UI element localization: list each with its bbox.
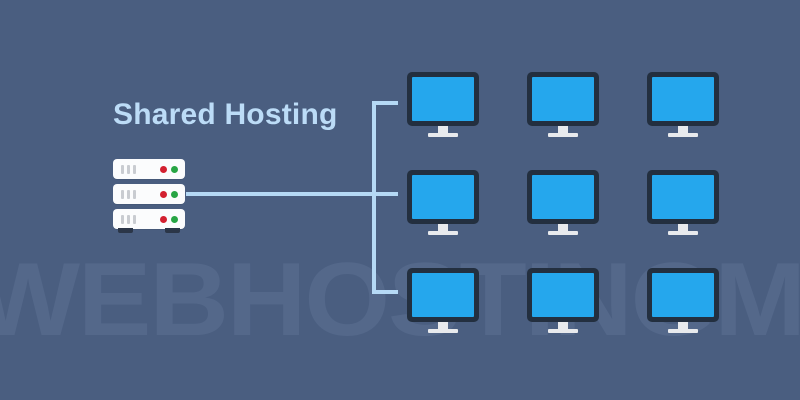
monitor-neck xyxy=(438,126,448,134)
monitor-neck xyxy=(558,224,568,232)
monitor-screen xyxy=(532,175,594,219)
monitor-bezel xyxy=(527,170,599,224)
monitor-bezel xyxy=(647,268,719,322)
monitor-icon xyxy=(647,170,719,236)
vent-bar xyxy=(121,165,124,174)
vent-bar xyxy=(127,165,130,174)
vent-bar xyxy=(133,165,136,174)
led-red-icon xyxy=(160,216,167,223)
connector-stub-row-1 xyxy=(372,101,398,105)
server-vents xyxy=(121,215,136,224)
connector-stub-row-2 xyxy=(372,192,398,196)
monitor-icon xyxy=(407,170,479,236)
vent-bar xyxy=(121,190,124,199)
monitor-bezel xyxy=(527,72,599,126)
monitor-screen xyxy=(412,175,474,219)
page-title: Shared Hosting xyxy=(113,98,338,131)
monitor-icon xyxy=(527,170,599,236)
monitor-neck xyxy=(678,224,688,232)
monitor-base xyxy=(668,231,698,235)
server-foot xyxy=(165,228,180,233)
server-vents xyxy=(121,165,136,174)
monitor-screen xyxy=(532,273,594,317)
led-green-icon xyxy=(171,191,178,198)
monitor-base xyxy=(668,133,698,137)
monitor-bezel xyxy=(647,170,719,224)
connector-stub-row-3 xyxy=(372,290,398,294)
monitor-base xyxy=(548,133,578,137)
server-unit xyxy=(113,184,185,204)
monitor-icon xyxy=(407,268,479,334)
monitor-icon xyxy=(647,72,719,138)
connector-vertical-bus xyxy=(372,101,376,294)
monitor-screen xyxy=(412,77,474,121)
monitor-screen xyxy=(412,273,474,317)
vent-bar xyxy=(127,215,130,224)
server-unit xyxy=(113,209,185,229)
server-vents xyxy=(121,190,136,199)
connector-server-to-bus xyxy=(186,192,376,196)
vent-bar xyxy=(133,215,136,224)
monitor-icon xyxy=(647,268,719,334)
led-green-icon xyxy=(171,166,178,173)
monitor-bezel xyxy=(407,170,479,224)
server-unit xyxy=(113,159,185,179)
monitor-icon xyxy=(527,268,599,334)
led-red-icon xyxy=(160,166,167,173)
monitor-neck xyxy=(438,322,448,330)
server-foot xyxy=(118,228,133,233)
vent-bar xyxy=(121,215,124,224)
monitor-screen xyxy=(652,175,714,219)
monitor-base xyxy=(668,329,698,333)
monitor-base xyxy=(548,329,578,333)
monitor-neck xyxy=(558,322,568,330)
monitor-icon xyxy=(407,72,479,138)
vent-bar xyxy=(127,190,130,199)
led-red-icon xyxy=(160,191,167,198)
server-stack-icon xyxy=(113,159,185,233)
monitor-bezel xyxy=(647,72,719,126)
monitor-bezel xyxy=(527,268,599,322)
vent-bar xyxy=(133,190,136,199)
monitor-base xyxy=(428,329,458,333)
monitor-base xyxy=(428,133,458,137)
monitor-neck xyxy=(438,224,448,232)
monitor-screen xyxy=(652,77,714,121)
led-green-icon xyxy=(171,216,178,223)
monitor-base xyxy=(428,231,458,235)
monitor-base xyxy=(548,231,578,235)
monitor-bezel xyxy=(407,268,479,322)
monitor-screen xyxy=(652,273,714,317)
monitor-bezel xyxy=(407,72,479,126)
monitor-neck xyxy=(678,322,688,330)
monitor-neck xyxy=(558,126,568,134)
monitor-icon xyxy=(527,72,599,138)
monitor-screen xyxy=(532,77,594,121)
monitor-neck xyxy=(678,126,688,134)
